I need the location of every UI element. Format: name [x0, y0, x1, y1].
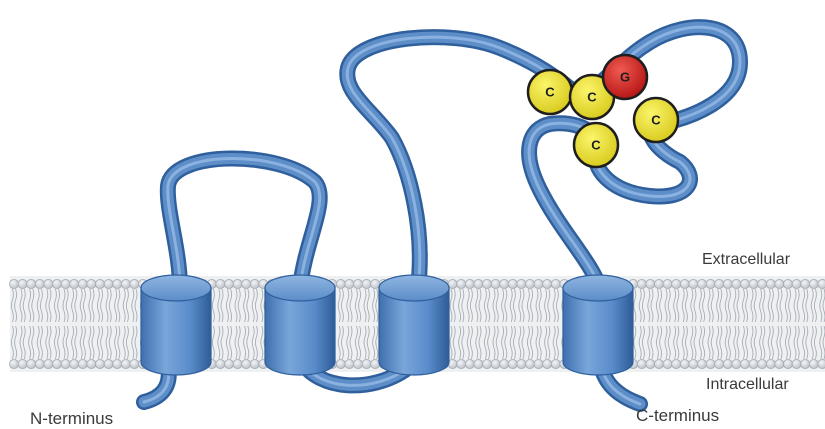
glycine-label: G: [620, 70, 630, 85]
transmembrane-helix-3: [379, 275, 449, 375]
transmembrane-helix-2: [265, 275, 335, 375]
cysteine-label-4: C: [591, 138, 601, 153]
c-terminus-label: C-terminus: [636, 406, 719, 425]
cysteine-label-2: C: [587, 90, 597, 105]
n-terminus-label: N-terminus: [30, 409, 113, 428]
glycine-residue: G: [603, 55, 647, 99]
extracellular-label: Extracellular: [702, 251, 791, 268]
cysteine-residue-3: C: [634, 98, 678, 142]
cysteine-residue-1: C: [528, 70, 572, 114]
cysteine-label-1: C: [545, 85, 555, 100]
cysteine-residue-4: C: [574, 123, 618, 167]
transmembrane-helix-1: [141, 275, 211, 375]
transmembrane-helix-4: [563, 275, 633, 375]
extracellular-loop-1-outline: [168, 158, 320, 288]
intracellular-label: Intracellular: [706, 376, 789, 393]
cysteine-label-3: C: [651, 113, 661, 128]
